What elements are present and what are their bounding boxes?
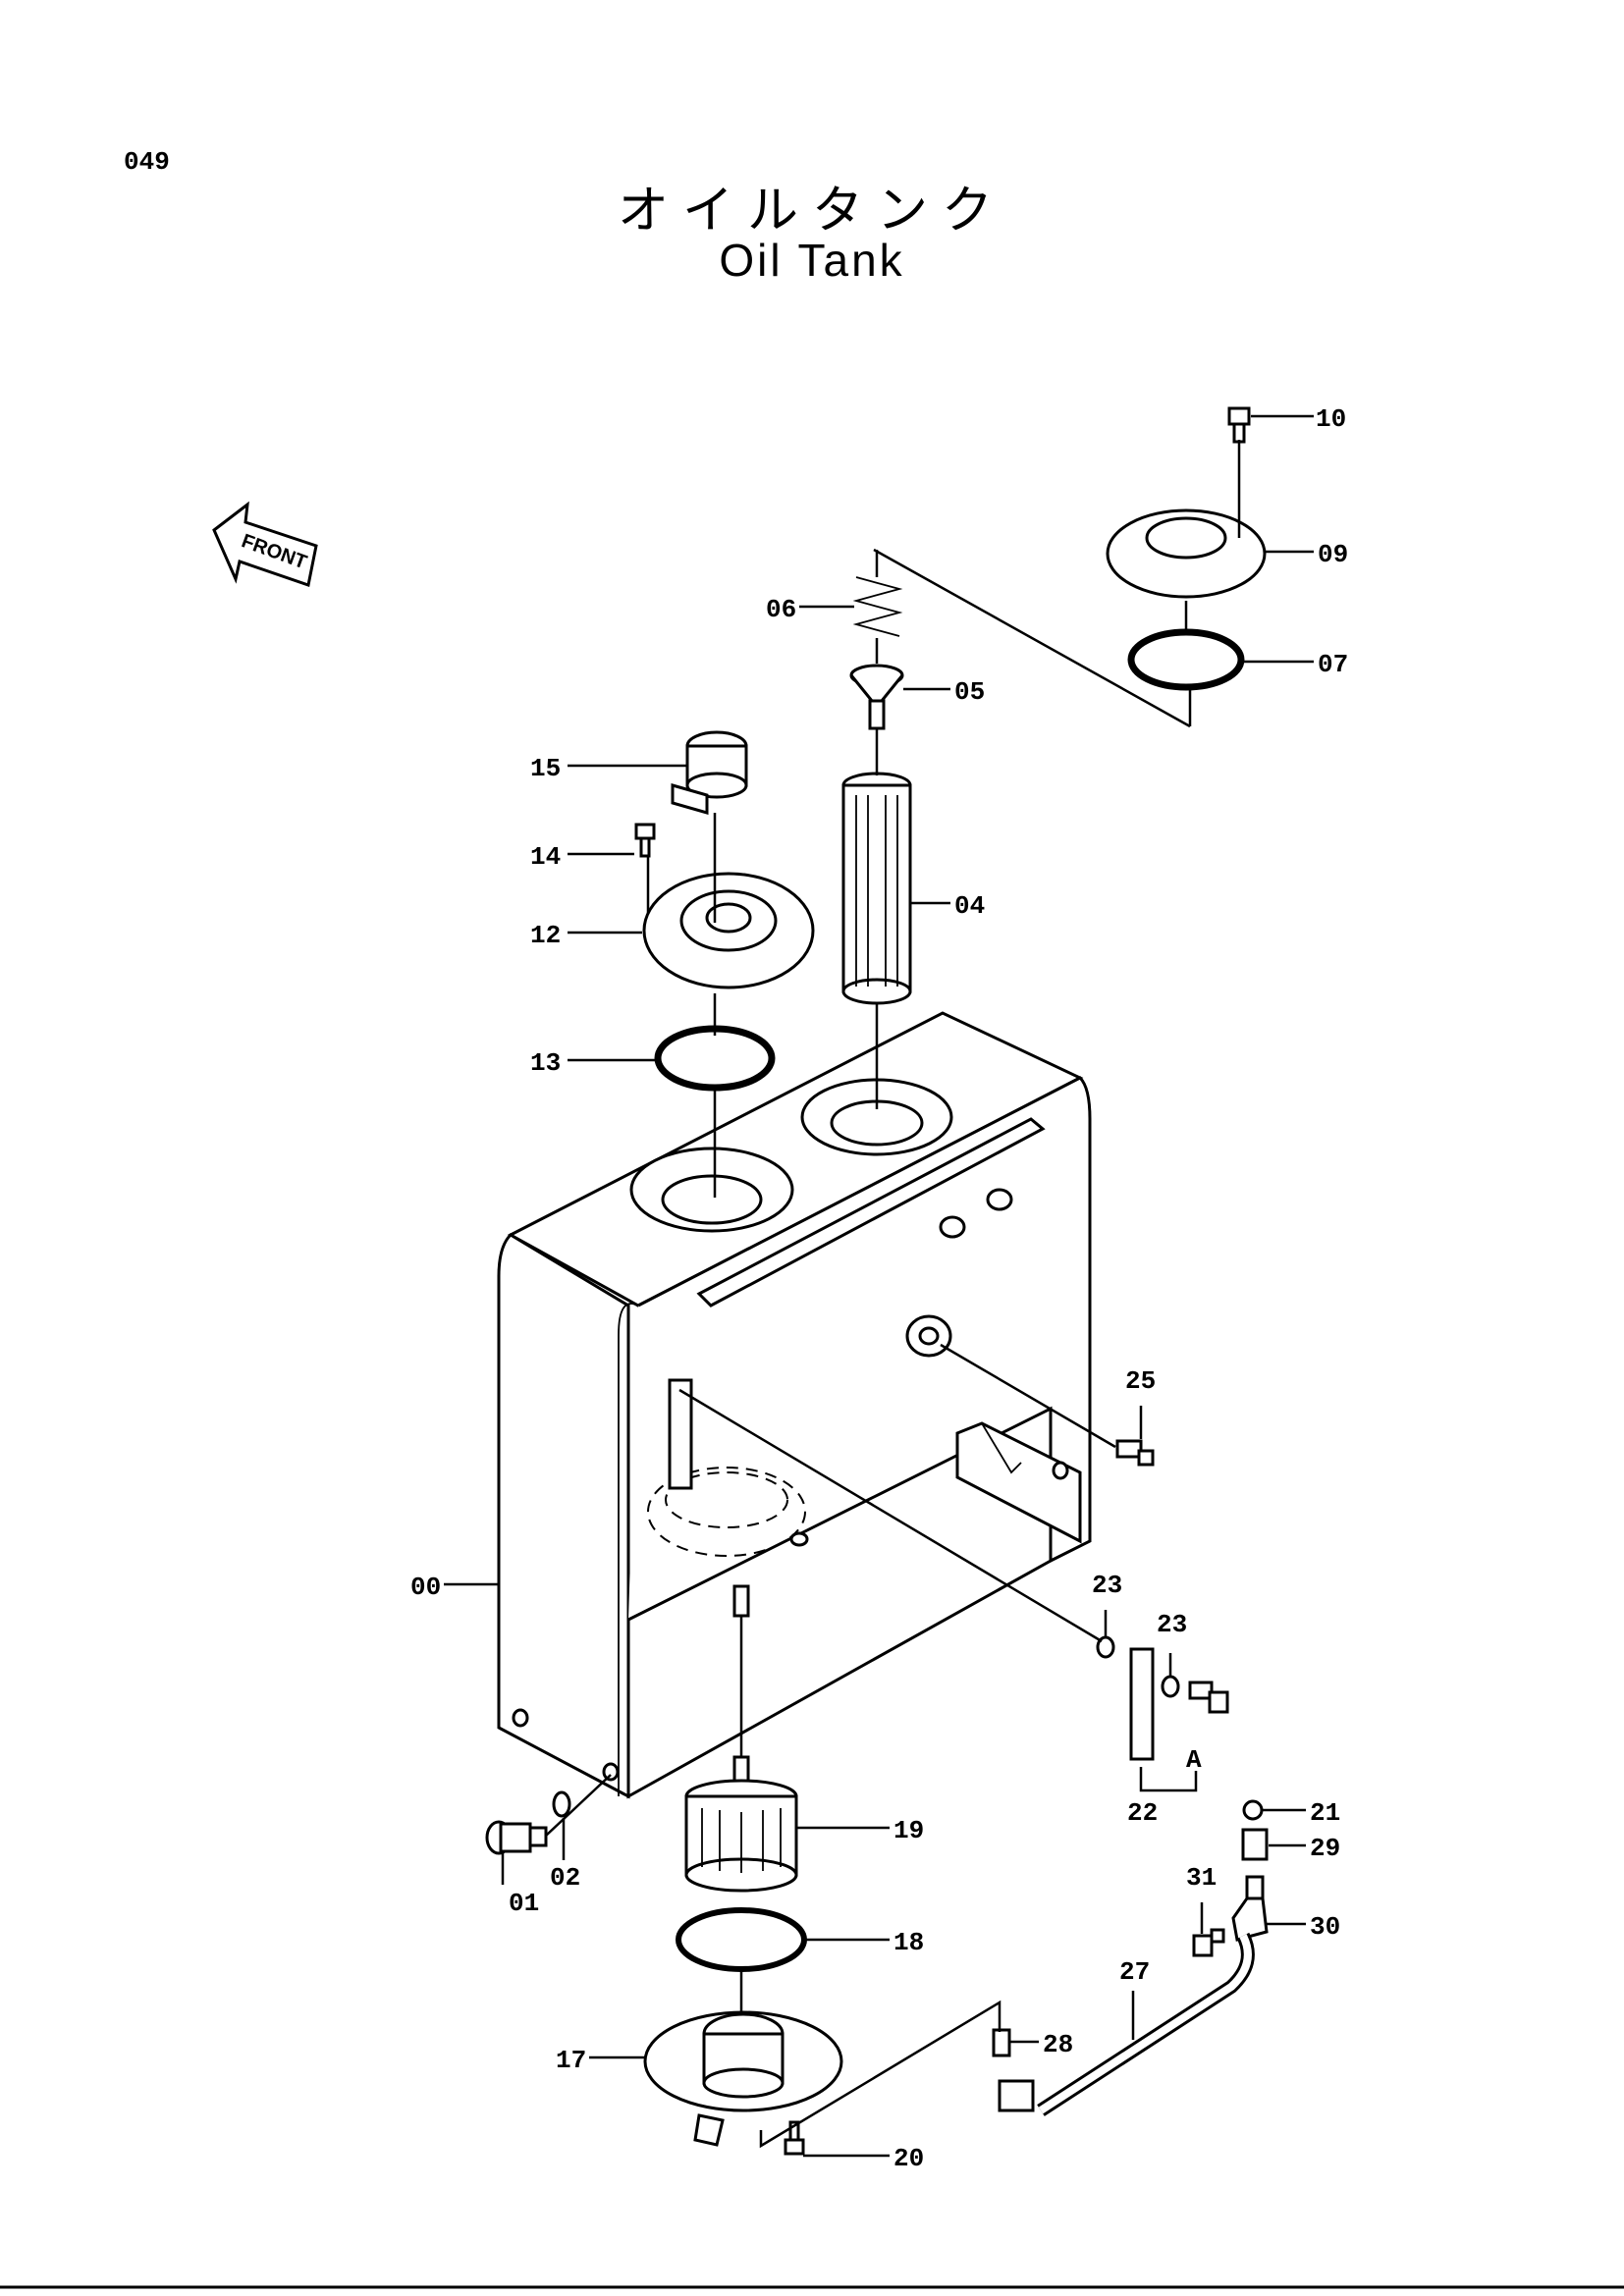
washer-23b (1161, 1675, 1180, 1698)
cover-17 (643, 2010, 843, 2147)
callout-00: 00 (410, 1573, 441, 1602)
bolt-20 (784, 2120, 805, 2156)
valve-05 (849, 664, 904, 730)
title-english: Oil Tank (719, 235, 905, 286)
suction-filter-19 (684, 1779, 798, 1893)
callout-20: 20 (893, 2144, 924, 2173)
o-ring-18 (676, 1907, 807, 1972)
breather-cap-15 (671, 730, 748, 815)
callout-30: 30 (1310, 1912, 1340, 1942)
elbow-30 (1231, 1875, 1269, 1942)
callout-22: 22 (1127, 1798, 1158, 1828)
callout-04: 04 (954, 891, 985, 921)
callout-detail-A: A (1186, 1745, 1202, 1775)
callout-27: 27 (1119, 1957, 1150, 1987)
bolt-detail-A (1188, 1681, 1229, 1714)
o-ring-07 (1127, 628, 1245, 691)
callout-13: 13 (530, 1048, 561, 1078)
callout-23a: 23 (1092, 1571, 1122, 1600)
callout-25: 25 (1125, 1366, 1156, 1396)
callout-12: 12 (530, 921, 561, 950)
fitting-28 (992, 2028, 1011, 2057)
callout-14: 14 (530, 842, 561, 872)
title-japanese: オイルタンク (617, 182, 1006, 240)
bolt-31 (1192, 1928, 1225, 1957)
bolt-14 (634, 823, 656, 858)
callout-23b: 23 (1157, 1610, 1187, 1639)
callout-19: 19 (893, 1816, 924, 1845)
fitting-21 (1242, 1799, 1264, 1821)
o-ring-13 (654, 1025, 776, 1092)
page-number: 049 (124, 147, 170, 177)
callout-05: 05 (954, 677, 985, 707)
callout-01: 01 (509, 1889, 539, 1918)
callout-18: 18 (893, 1928, 924, 1957)
bolt-10 (1227, 406, 1251, 444)
plug-25 (1115, 1439, 1155, 1467)
callout-06: 06 (766, 595, 796, 624)
callout-21: 21 (1310, 1798, 1340, 1828)
cover-09 (1106, 508, 1267, 599)
filter-element-04 (841, 772, 912, 1005)
nut-29 (1241, 1828, 1269, 1861)
plug-01 (485, 1820, 548, 1855)
flange-cover-12 (642, 872, 815, 989)
level-gauge-22 (1129, 1647, 1155, 1761)
callout-09: 09 (1318, 540, 1348, 569)
callout-31: 31 (1186, 1863, 1217, 1893)
front-arrow-icon: FRONT (212, 501, 318, 587)
callout-15: 15 (530, 754, 561, 783)
callout-10: 10 (1316, 404, 1346, 434)
pipe-suction (732, 1584, 750, 1785)
washer-02 (552, 1790, 571, 1818)
oil-tank-body (497, 1011, 1092, 1799)
callout-28: 28 (1043, 2030, 1073, 2059)
callout-17: 17 (556, 2046, 586, 2075)
callout-07: 07 (1318, 650, 1348, 679)
callout-29: 29 (1310, 1834, 1340, 1863)
spring-06 (852, 576, 903, 637)
hose-27 (998, 1932, 1255, 2116)
callout-02: 02 (550, 1863, 580, 1893)
